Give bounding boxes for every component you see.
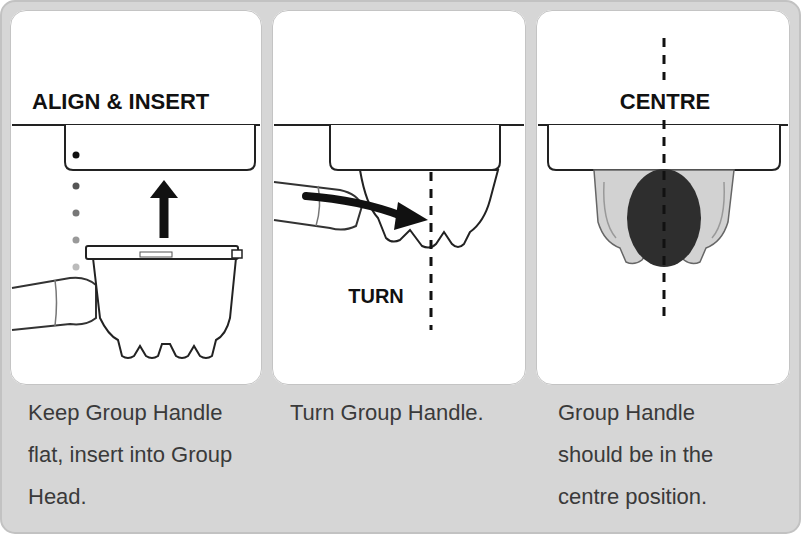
- rim-lug: [140, 252, 172, 257]
- align-dot: [73, 264, 80, 271]
- turn-figure: [274, 125, 524, 330]
- step-heading: CENTRE: [617, 89, 713, 115]
- step-caption: Keep Group Handle flat, insert into Grou…: [28, 392, 233, 518]
- insert-arrow: [160, 196, 169, 238]
- group-head: [65, 125, 255, 170]
- portafilter-rim: [86, 246, 238, 259]
- centre-line: [663, 38, 666, 80]
- panel-ground: [272, 10, 526, 385]
- insert-arrow-head: [150, 180, 178, 198]
- group-head: [330, 125, 500, 170]
- step-panel: TURN: [272, 10, 526, 385]
- align-dot: [73, 183, 80, 190]
- step-heading: ALIGN & INSERT: [29, 89, 212, 115]
- align-dot: [73, 237, 80, 244]
- turn-arrow-head: [394, 202, 428, 230]
- handle-end: [627, 169, 701, 267]
- step-caption: Turn Group Handle.: [290, 392, 515, 434]
- basket-contour: [604, 182, 616, 238]
- step-panel: CENTRE: [536, 10, 790, 385]
- centre-line: [663, 120, 666, 320]
- group-head: [548, 125, 780, 170]
- basket-contour: [712, 182, 724, 238]
- handle: [274, 182, 362, 230]
- align-dot: [73, 210, 80, 217]
- turn-arrow: [306, 196, 402, 216]
- align-dot: [73, 152, 80, 159]
- centre-line: [430, 172, 433, 330]
- step-caption: Group Handle should be in the centre pos…: [558, 392, 753, 518]
- handle-joint: [316, 186, 320, 226]
- align-insert-figure: [12, 125, 260, 358]
- step-panel: ALIGN & INSERT: [10, 10, 262, 385]
- portafilter-basket: [93, 258, 236, 358]
- step-heading: TURN: [345, 285, 407, 308]
- handle: [12, 278, 96, 330]
- panel-ground: [536, 10, 790, 385]
- handle-joint: [55, 280, 57, 326]
- centre-figure: [538, 38, 788, 320]
- rim-lug: [232, 250, 242, 258]
- panel-ground: [10, 10, 262, 385]
